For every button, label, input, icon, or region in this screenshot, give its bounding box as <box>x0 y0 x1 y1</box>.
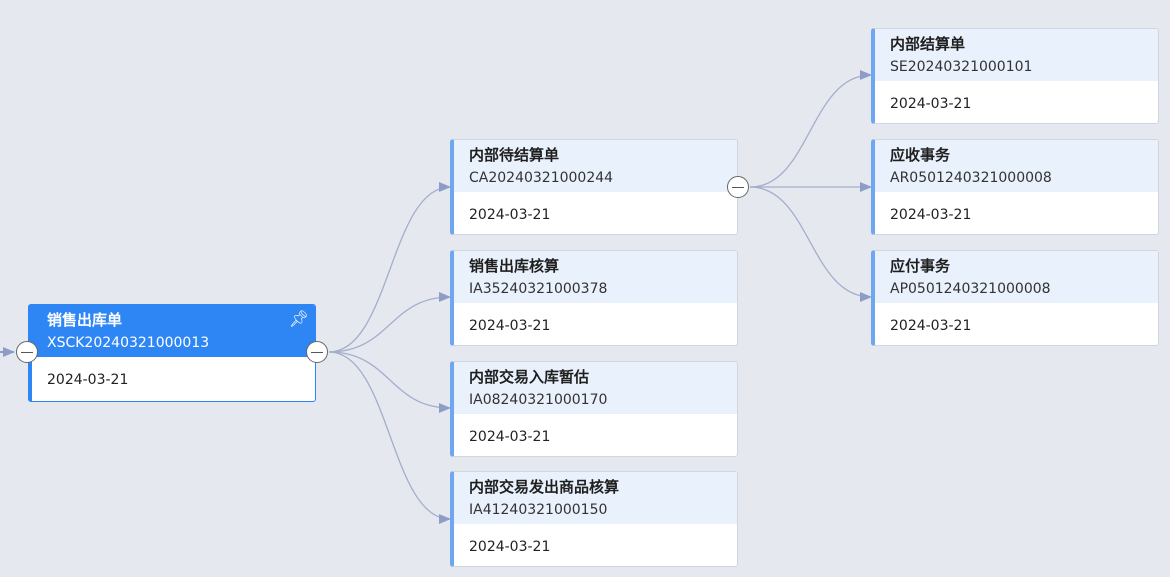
node-date: 2024-03-21 <box>469 318 551 334</box>
edge-root-2 <box>328 292 451 353</box>
node-code: SE20240321000101 <box>890 59 1033 75</box>
node-title: 内部结算单 <box>890 35 966 53</box>
node-code: IA08240321000170 <box>469 392 608 408</box>
node-level1-2[interactable]: 内部交易入库暂估 IA08240321000170 2024-03-21 <box>450 361 738 457</box>
node-date: 2024-03-21 <box>469 539 551 555</box>
node-date: 2024-03-21 <box>890 207 972 223</box>
node-code: IA41240321000150 <box>469 502 608 518</box>
node-title: 销售出库核算 <box>469 257 560 275</box>
node-title: 内部交易发出商品核算 <box>469 478 620 496</box>
node-code: CA20240321000244 <box>469 170 614 186</box>
node-date: 2024-03-21 <box>890 96 972 112</box>
pin-icon[interactable]: 📌︎ <box>288 309 309 328</box>
edge-root-4 <box>328 351 451 524</box>
node-title: 内部交易入库暂估 <box>469 368 590 386</box>
node-code: AP0501240321000008 <box>890 281 1051 297</box>
collapse-toggle-incoming[interactable] <box>16 341 38 363</box>
collapse-toggle-ca[interactable] <box>727 176 749 198</box>
node-date: 2024-03-21 <box>47 372 129 388</box>
edge-root-3 <box>328 351 451 413</box>
node-level2-1[interactable]: 应收事务 AR0501240321000008 2024-03-21 <box>871 139 1159 235</box>
edge-ca-1 <box>749 70 872 188</box>
edge-root-1 <box>328 182 451 353</box>
node-code: IA35240321000378 <box>469 281 608 297</box>
node-code: XSCK20240321000013 <box>47 335 210 351</box>
node-title: 销售出库单 <box>47 311 123 329</box>
node-level1-3[interactable]: 内部交易发出商品核算 IA41240321000150 2024-03-21 <box>450 471 738 567</box>
node-level2-0[interactable]: 内部结算单 SE20240321000101 2024-03-21 <box>871 28 1159 124</box>
node-title: 应付事务 <box>890 257 951 275</box>
node-date: 2024-03-21 <box>469 429 551 445</box>
edge-ca-3 <box>749 186 872 302</box>
node-level2-2[interactable]: 应付事务 AP0501240321000008 2024-03-21 <box>871 250 1159 346</box>
node-title: 内部待结算单 <box>469 146 560 164</box>
node-date: 2024-03-21 <box>469 207 551 223</box>
node-code: AR0501240321000008 <box>890 170 1052 186</box>
root-node-sales-outbound[interactable]: 销售出库单 XSCK20240321000013 📌︎ 2024-03-21 <box>28 304 316 402</box>
node-level1-1[interactable]: 销售出库核算 IA35240321000378 2024-03-21 <box>450 250 738 346</box>
node-title: 应收事务 <box>890 146 951 164</box>
node-date: 2024-03-21 <box>890 318 972 334</box>
collapse-toggle-root[interactable] <box>306 341 328 363</box>
node-level1-0[interactable]: 内部待结算单 CA20240321000244 2024-03-21 <box>450 139 738 235</box>
